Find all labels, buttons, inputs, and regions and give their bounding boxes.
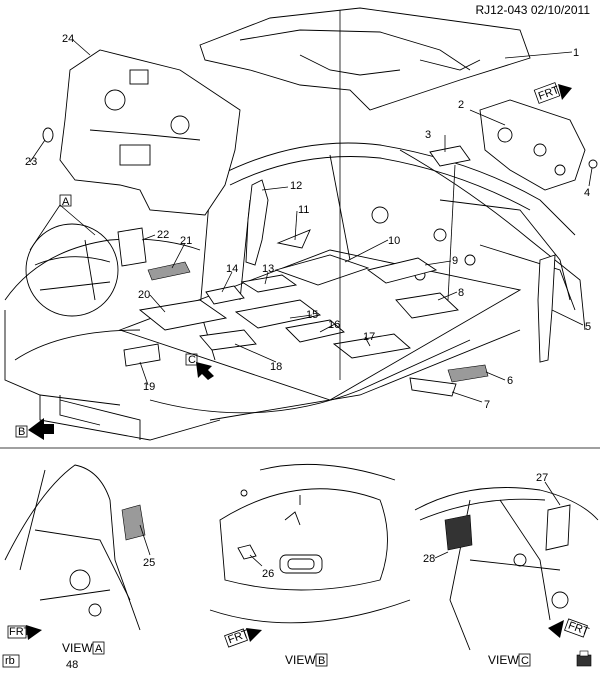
part-10-pad <box>274 254 370 286</box>
part-17-pad <box>332 333 412 359</box>
view-marker-c: C <box>188 354 196 366</box>
part-11-pad <box>276 229 311 249</box>
view-a-prefix: VIEW <box>62 641 93 655</box>
part-19-pad <box>123 343 161 367</box>
part-18-pad <box>199 329 257 351</box>
part-22-pad <box>117 227 147 267</box>
leader-lines <box>29 10 593 403</box>
callout-1: 1 <box>573 47 579 59</box>
view-b-prefix: VIEW <box>285 653 316 667</box>
callout-8: 8 <box>458 287 464 299</box>
callout-21: 21 <box>180 235 192 247</box>
callout-22: 22 <box>157 229 169 241</box>
callout-17: 17 <box>363 331 375 343</box>
front-arrow-top: FRT <box>533 82 572 104</box>
part-4-clip <box>588 159 598 169</box>
callout-18: 18 <box>270 361 282 373</box>
view-c-prefix: VIEW <box>488 653 519 667</box>
callout-28: 28 <box>423 553 435 565</box>
callout-9: 9 <box>452 255 458 267</box>
callout-27: 27 <box>536 472 548 484</box>
callout-5: 5 <box>585 321 591 333</box>
part-13-pad <box>240 274 298 293</box>
part-2-dash-panel <box>479 99 586 191</box>
front-arrow-view-a-label: FRT <box>9 626 30 638</box>
front-arrow-view-b: FRT <box>224 628 262 648</box>
callout-16: 16 <box>328 319 340 331</box>
callout-2: 2 <box>458 99 464 111</box>
view-a-panel: 25 FRT VIEW A <box>4 464 155 655</box>
callout-15: 15 <box>306 309 318 321</box>
part-21-bracket <box>147 261 191 281</box>
callout-24: 24 <box>62 33 74 45</box>
view-c-letter: C <box>521 655 529 667</box>
callout-25: 25 <box>143 557 155 569</box>
part-24-dash-insulator <box>59 49 241 216</box>
callout-14: 14 <box>226 263 238 275</box>
front-arrow-view-a: FRT <box>7 625 42 640</box>
callout-7: 7 <box>484 399 490 411</box>
part-6-block <box>447 364 489 383</box>
callout-10: 10 <box>388 235 400 247</box>
callout-23: 23 <box>25 156 37 168</box>
view-b-panel: 26 FRT VIEW B <box>209 463 411 667</box>
front-arrow-view-c: FRT <box>548 618 591 638</box>
part-8-pad <box>395 292 459 319</box>
part-20-pad <box>138 299 228 331</box>
view-marker-a: A <box>62 196 70 208</box>
detail-circle-a: A <box>25 194 119 317</box>
callout-numbers: 1 2 3 4 5 6 7 8 9 10 11 12 13 14 15 16 1… <box>25 33 591 411</box>
view-c-panel: 28 27 FRT VIEW C <box>414 472 599 667</box>
view-marker-b: B <box>18 426 25 438</box>
callout-3: 3 <box>425 129 431 141</box>
part-12-pillar-pad <box>245 179 269 266</box>
view-b-letter: B <box>318 655 325 667</box>
part-1-floor-carpet <box>199 7 531 111</box>
part-16-pad <box>285 319 345 343</box>
page-number: 48 <box>66 659 78 671</box>
printer-icon <box>576 650 592 667</box>
callout-26: 26 <box>262 568 274 580</box>
part-14-pad <box>205 285 245 305</box>
callout-11: 11 <box>298 204 309 216</box>
part-15-pad <box>234 299 322 329</box>
callout-4: 4 <box>584 187 590 199</box>
part-5-seal <box>537 254 556 363</box>
diagram-code-date: RJ12-043 02/10/2011 <box>475 3 590 17</box>
callout-12: 12 <box>290 180 302 192</box>
part-7-pad <box>409 377 457 397</box>
view-marker-b-arrow: B <box>15 418 54 440</box>
part-3-pad <box>429 145 471 167</box>
footer-badge: rb <box>5 655 15 667</box>
view-marker-c-arrow: C <box>185 353 214 380</box>
part-23-plug <box>42 127 54 143</box>
footer: rb 48 <box>2 650 592 671</box>
callout-6: 6 <box>507 375 513 387</box>
callout-13: 13 <box>262 263 274 275</box>
view-a-letter: A <box>95 643 103 655</box>
callout-19: 19 <box>143 381 155 393</box>
part-9-pad <box>366 257 438 284</box>
callout-20: 20 <box>138 289 150 301</box>
